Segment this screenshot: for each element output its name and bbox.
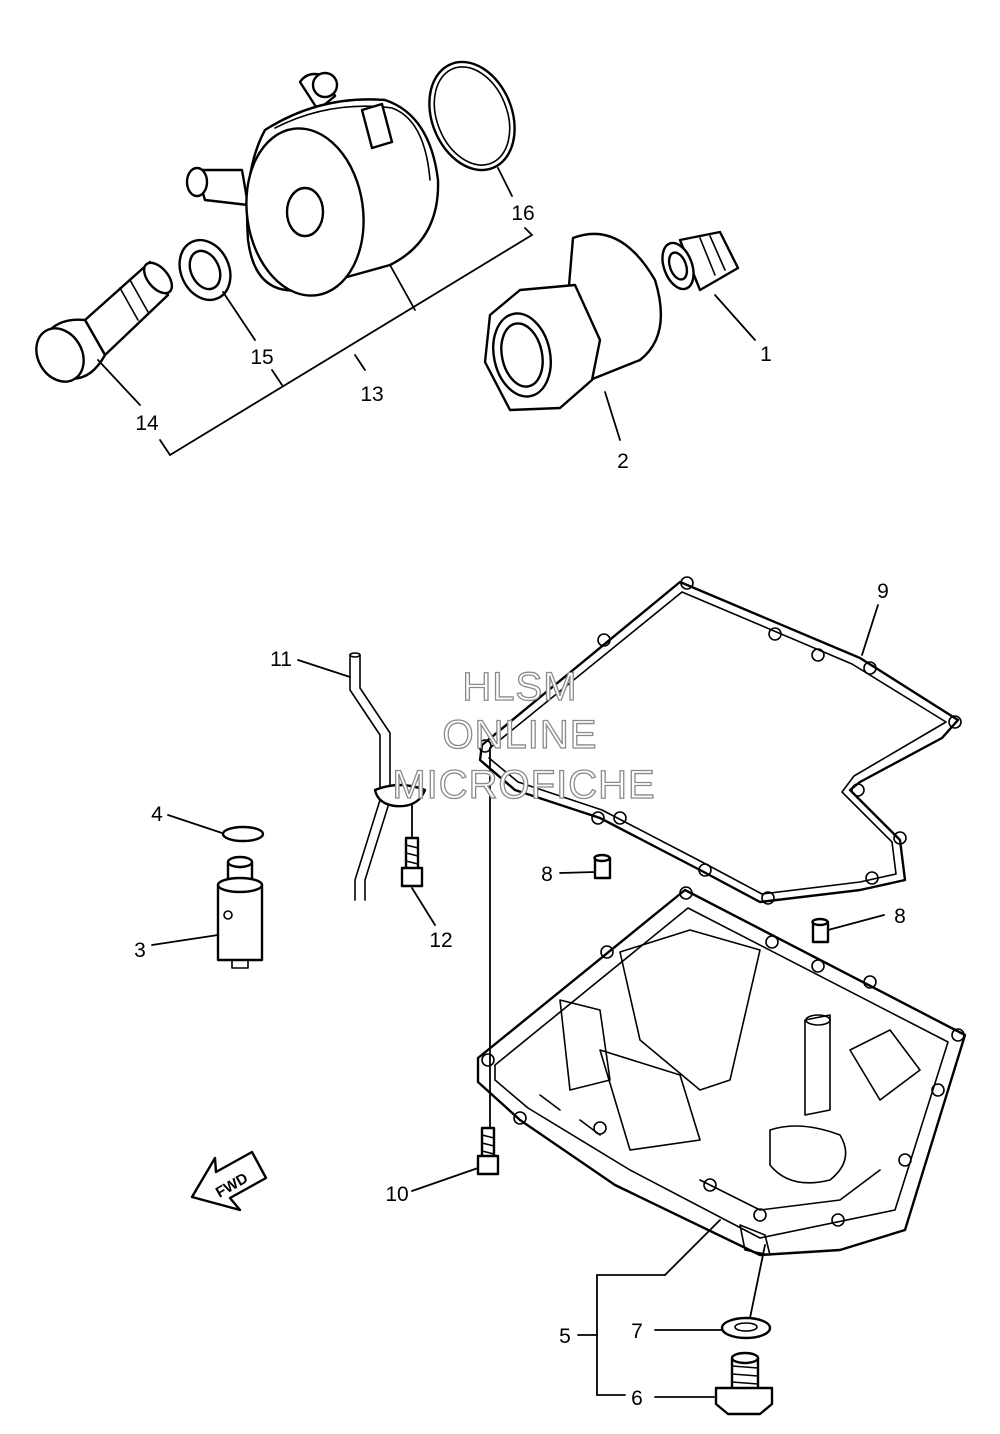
part-12-bolt [400,836,424,888]
watermark-line2: ONLINE [443,713,598,757]
part-4-o-ring [221,825,265,843]
watermark: HLSM ONLINE MICROFICHE [392,664,656,807]
leader-lines [97,167,885,1398]
callout-3: 3 [134,939,146,962]
part-6-drain-bolt [714,1351,774,1416]
part-9-gasket [478,576,962,905]
part-10-bolt [476,1126,500,1176]
callout-13: 13 [360,383,383,406]
part-3-strainer [216,855,264,969]
callout-12: 12 [429,929,452,952]
oil-pan [476,886,967,1257]
callouts: 1 2 3 4 5 6 7 8 8 9 10 11 12 13 14 15 16 [134,202,906,1410]
part-8-dowel-lower [811,917,830,944]
callout-7: 7 [631,1320,643,1343]
part-16-o-ring [428,60,516,172]
part-1-fitting [661,230,740,292]
callout-16: 16 [511,202,534,225]
callout-11: 11 [270,648,292,671]
fwd-arrow-icon: FWD [190,1150,268,1212]
callout-8-lower: 8 [894,905,906,928]
part-7-washer [720,1316,772,1340]
part-8-dowel-upper [593,853,612,880]
callout-6: 6 [631,1387,643,1410]
callout-8-upper: 8 [541,863,553,886]
callout-14: 14 [135,412,159,435]
callout-4: 4 [151,803,163,826]
watermark-line3: MICROFICHE [392,763,655,807]
part-14-union-bolt [35,260,174,383]
callout-5: 5 [559,1325,571,1348]
callout-1: 1 [760,343,772,366]
callout-10: 10 [385,1183,408,1206]
watermark-line1: HLSM [462,665,577,709]
part-11-pipe [349,652,427,901]
callout-9: 9 [877,580,889,603]
part-13-oil-cooler [185,71,440,297]
callout-2: 2 [617,450,629,473]
callout-15: 15 [250,346,273,369]
part-15-washer [178,238,232,302]
part-2-oil-filter [483,232,662,412]
